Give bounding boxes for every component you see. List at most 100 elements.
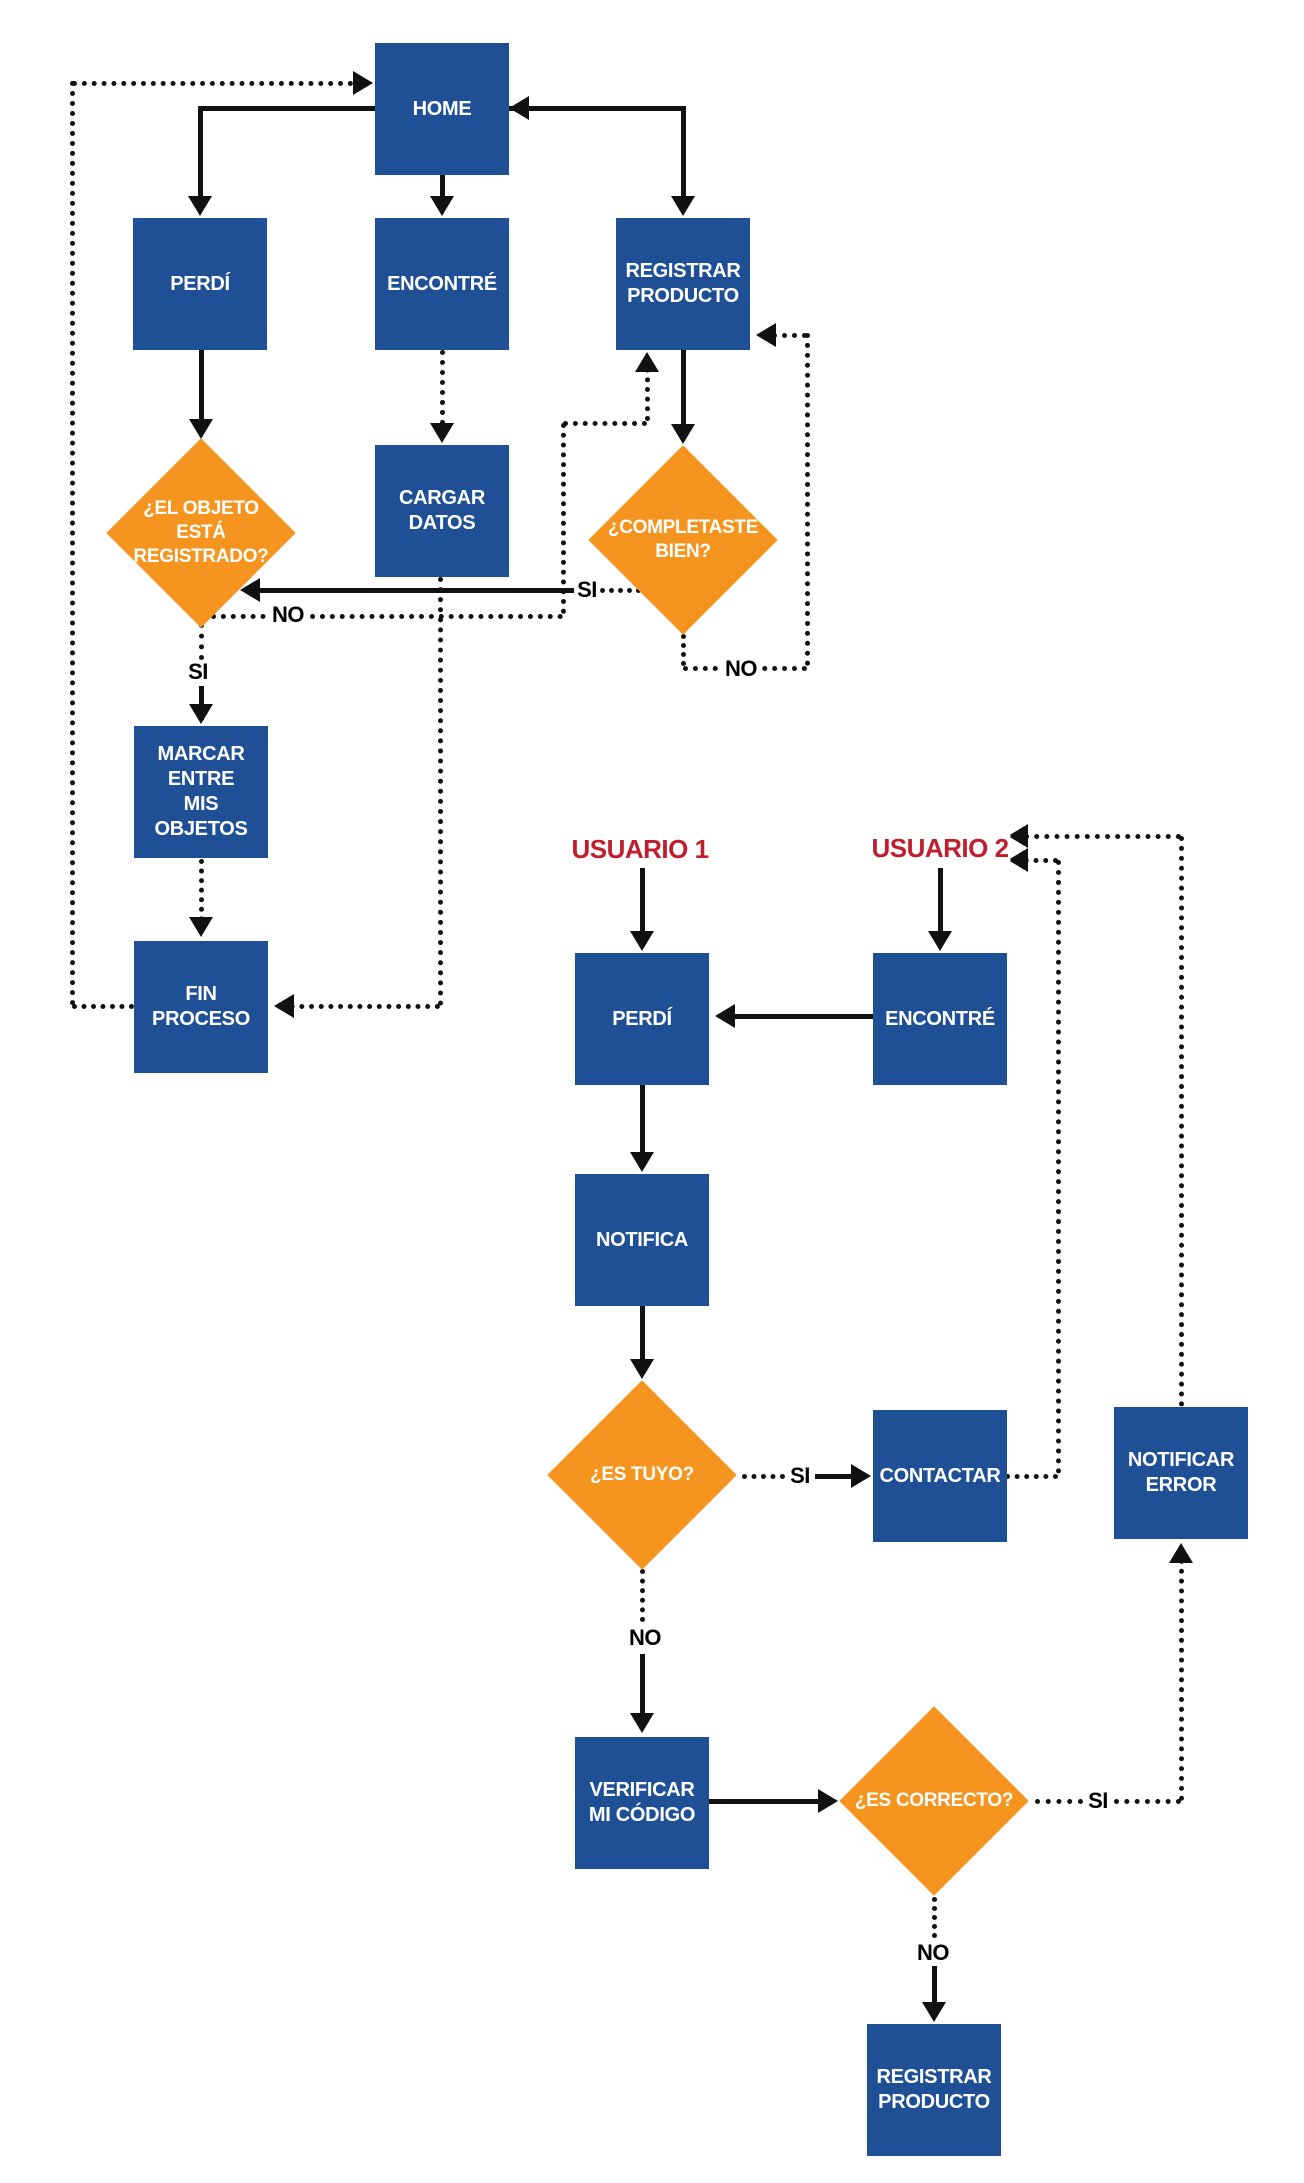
edge-label-si-es-tuyo: SI <box>787 1465 813 1487</box>
connector-si-escorrecto-dotted2 <box>1114 1799 1181 1804</box>
arrowhead-into-perdi2-top <box>630 931 654 951</box>
node-encontre-1: ENCONTRÉ <box>375 218 509 350</box>
node-notificar-error: NOTIFICAR ERROR <box>1114 1407 1248 1539</box>
connector-no-completaste-v <box>681 634 686 666</box>
node-marcar-objetos: MARCAR ENTRE MIS OBJETOS <box>134 726 268 858</box>
connector-fin-to-home-left <box>70 81 75 1006</box>
arrowhead-into-registrar1-bottom <box>635 352 659 372</box>
edge-label-no-objeto-registrado: NO <box>269 604 307 626</box>
node-perdi-1: PERDÍ <box>133 218 267 350</box>
decision-completaste-bien-label: ¿COMPLETASTE BIEN? <box>607 517 759 562</box>
arrowhead-into-registrar2 <box>922 2002 946 2022</box>
connector-si-estuyo-solid <box>815 1474 857 1479</box>
arrowhead-into-cargar <box>430 423 454 443</box>
arrowhead-into-perdi1 <box>188 196 212 216</box>
node-registrar-producto-2: REGISTRAR PRODUCTO <box>867 2024 1001 2156</box>
arrowhead-into-marcar <box>189 704 213 724</box>
connector-no-escorrecto-solid <box>932 1966 937 2004</box>
connector-usuario1-to-perdi2 <box>640 868 645 933</box>
arrowhead-into-registrar1-right <box>756 323 776 347</box>
connector-verificar-to-escorrecto <box>709 1799 825 1804</box>
connector-no-estuyo-solid <box>640 1654 645 1715</box>
edge-label-no-completaste: NO <box>722 658 760 680</box>
connector-contactar-loop-v <box>1056 860 1061 1474</box>
connector-home-to-encontre1 <box>440 175 445 198</box>
arrowhead-into-usuario2-upper <box>1008 824 1028 848</box>
decision-es-tuyo-label: ¿ES TUYO? <box>590 1464 694 1486</box>
arrowhead-into-verificar <box>630 1713 654 1733</box>
connector-cargar-to-fin-h <box>280 1004 440 1009</box>
node-home: HOME <box>375 43 509 175</box>
connector-cargar-to-fin-v <box>438 577 443 1006</box>
node-verificar-codigo: VERIFICAR MI CÓDIGO <box>575 1737 709 1869</box>
connector-notificarerror-loop-v <box>1179 836 1184 1407</box>
arrowhead-into-contactar <box>851 1464 871 1488</box>
arrowhead-into-objeto-registrado-right <box>240 578 260 602</box>
arrowhead-into-fin-top <box>189 917 213 937</box>
decision-es-tuyo: ¿ES TUYO? <box>547 1380 737 1570</box>
node-perdi-2: PERDÍ <box>575 953 709 1085</box>
edge-label-no-es-tuyo: NO <box>626 1627 664 1649</box>
arrowhead-into-home-left <box>353 71 373 95</box>
connector-si-objeto-dotted <box>199 623 204 660</box>
connector-si-escorrecto-v <box>1179 1549 1184 1801</box>
node-registrar-producto-1: REGISTRAR PRODUCTO <box>616 218 750 350</box>
connector-home-registrar1-v <box>681 106 686 198</box>
decision-objeto-registrado: ¿EL OBJETO ESTÁ REGISTRADO? <box>106 438 296 628</box>
node-notifica: NOTIFICA <box>575 1174 709 1306</box>
connector-si-to-marcar-solid <box>199 686 204 720</box>
arrowhead-into-notifica <box>630 1152 654 1172</box>
connector-no-completaste-h2 <box>762 333 807 338</box>
edge-label-no-es-correcto: NO <box>914 1942 952 1964</box>
decision-objeto-registrado-label: ¿EL OBJETO ESTÁ REGISTRADO? <box>133 498 269 567</box>
connector-encontre1-to-cargar <box>440 350 445 425</box>
arrowhead-into-encontre2-top <box>928 931 952 951</box>
arrowhead-into-encontre1 <box>430 196 454 216</box>
arrowhead-into-fin-right <box>274 994 294 1018</box>
arrowhead-into-registrar1 <box>671 196 695 216</box>
decision-completaste-bien: ¿COMPLETASTE BIEN? <box>588 445 778 635</box>
connector-no-objeto-h2 <box>563 421 647 426</box>
label-usuario-1: USUARIO 1 <box>569 834 711 864</box>
connector-encontre2-to-perdi2 <box>721 1014 873 1019</box>
arrowhead-into-escorrecto <box>818 1789 838 1813</box>
connector-contactar-loop-h <box>1005 1474 1058 1479</box>
arrowhead-into-estuyo <box>630 1359 654 1379</box>
node-cargar-datos: CARGAR DATOS <box>375 445 509 577</box>
connector-perdi2-to-notifica <box>640 1085 645 1154</box>
edge-label-si-es-correcto: SI <box>1085 1790 1111 1812</box>
connector-fin-to-home-top <box>72 81 363 86</box>
connector-home-registrar1-h <box>509 106 683 111</box>
arrowhead-into-home-right <box>509 96 529 120</box>
node-fin-proceso: FIN PROCESO <box>134 941 268 1073</box>
arrowhead-into-notificarerror-bottom <box>1169 1543 1193 1563</box>
connector-notifica-to-estuyo <box>640 1306 645 1361</box>
connector-no-objeto-v <box>561 423 566 614</box>
edge-label-si-objeto-registrado: SI <box>185 661 211 683</box>
node-encontre-2: ENCONTRÉ <box>873 953 1007 1085</box>
connector-si-completaste-dotted <box>600 588 641 593</box>
connector-no-objeto-h <box>211 614 563 619</box>
connector-usuario2-to-encontre2 <box>938 868 943 933</box>
label-usuario-2: USUARIO 2 <box>869 833 1011 863</box>
connector-notificarerror-loop-h <box>1014 834 1181 839</box>
connector-no-estuyo-dotted <box>640 1569 645 1622</box>
connector-fin-to-home-bottom <box>72 1004 134 1009</box>
arrowhead-into-completaste <box>671 424 695 444</box>
connector-si-escorrecto-dotted1 <box>1035 1799 1083 1804</box>
arrowhead-into-objeto-registrado <box>189 419 213 439</box>
connector-registrar1-to-decision <box>681 350 686 426</box>
decision-es-correcto: ¿ES CORRECTO? <box>839 1706 1029 1896</box>
connector-si-completaste-solid <box>246 588 578 593</box>
connector-home-to-perdi1-v <box>198 106 203 198</box>
connector-no-objeto-v2 <box>645 358 650 421</box>
connector-contactar-loop-h2 <box>1014 858 1058 863</box>
connector-home-to-perdi1-h <box>200 106 375 111</box>
connector-marcar-to-fin <box>199 859 204 931</box>
connector-no-escorrecto-dotted <box>932 1897 937 1938</box>
decision-es-correcto-label: ¿ES CORRECTO? <box>854 1790 1014 1812</box>
arrowhead-into-perdi2-right <box>715 1004 735 1028</box>
connector-si-estuyo-dotted <box>742 1474 785 1479</box>
arrowhead-into-usuario2-lower <box>1008 848 1028 872</box>
connector-no-completaste-v2 <box>805 333 810 666</box>
